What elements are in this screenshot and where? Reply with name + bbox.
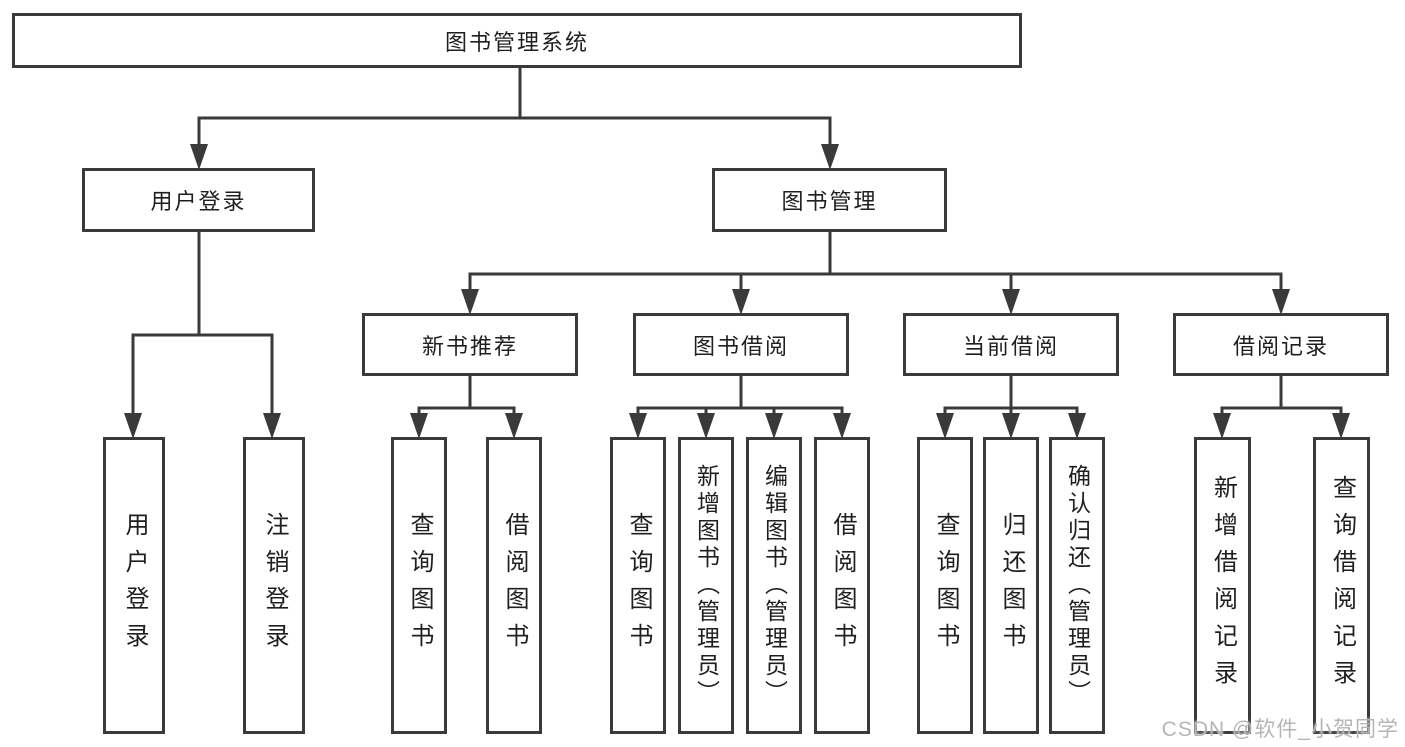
leaf-label: 注销登录 — [261, 511, 288, 660]
leaf-query-books-recommend: 查询图书 — [391, 437, 447, 734]
node-label: 图书借阅 — [692, 333, 789, 359]
connector-mgmt-to-level3 — [468, 230, 1283, 293]
leaf-label: 借阅图书 — [829, 511, 856, 660]
connector-root-to-level2 — [197, 66, 832, 148]
leaf-logout: 注销登录 — [243, 437, 305, 734]
arrowhead-icon — [697, 413, 715, 439]
leaf-add-books-admin: 新增图书（管理员） — [678, 437, 734, 734]
node-label: 图书管理 — [781, 189, 878, 214]
leaf-label: 借阅图书 — [501, 511, 528, 660]
node-label: 图书管理系统 — [444, 29, 589, 55]
leaf-label: 查询借阅记录 — [1328, 474, 1356, 697]
leaf-label: 确认归还（管理员） — [1064, 464, 1091, 707]
arrowhead-icon — [765, 413, 783, 439]
arrowhead-icon — [1332, 413, 1350, 439]
arrowhead-icon — [821, 144, 839, 170]
arrowhead-icon — [732, 289, 750, 315]
leaf-label: 查询图书 — [932, 511, 959, 660]
leaf-user-login: 用户登录 — [103, 437, 165, 734]
leaf-label: 查询图书 — [406, 511, 433, 660]
node-label: 用户登录 — [150, 189, 247, 214]
leaf-label: 用户登录 — [121, 511, 148, 660]
connector-records-to-leaves — [1220, 374, 1343, 417]
node-borrowing-records: 借阅记录 — [1173, 313, 1389, 376]
arrowhead-icon — [410, 413, 428, 439]
node-book-borrowing: 图书借阅 — [633, 313, 849, 376]
node-label: 当前借阅 — [962, 333, 1059, 359]
arrowhead-icon — [1213, 413, 1231, 439]
leaf-label: 编辑图书（管理员） — [761, 464, 788, 707]
leaf-add-borrow-record: 新增借阅记录 — [1194, 437, 1251, 734]
leaf-label: 新增借阅记录 — [1209, 474, 1237, 697]
node-user-login: 用户登录 — [82, 168, 315, 232]
leaf-return-books: 归还图书 — [983, 437, 1039, 734]
node-label: 新书推荐 — [421, 333, 518, 359]
leaf-label: 归还图书 — [998, 511, 1025, 660]
arrowhead-icon — [936, 413, 954, 439]
leaf-borrow-books-recommend: 借阅图书 — [486, 437, 542, 734]
arrowhead-icon — [461, 289, 479, 315]
arrowhead-icon — [1272, 289, 1290, 315]
connector-recommend-to-leaves — [417, 374, 516, 417]
arrowhead-icon — [1002, 289, 1020, 315]
node-current-borrowing: 当前借阅 — [903, 313, 1119, 376]
arrowhead-icon — [833, 413, 851, 439]
connector-login-to-leaves — [131, 230, 274, 417]
node-library-management-system: 图书管理系统 — [12, 13, 1022, 68]
arrowhead-icon — [124, 413, 142, 439]
leaf-borrow-books-borrowing: 借阅图书 — [814, 437, 870, 734]
leaf-label: 新增图书（管理员） — [693, 464, 720, 707]
leaf-confirm-return-admin: 确认归还（管理员） — [1049, 437, 1105, 734]
arrowheads — [124, 144, 1350, 439]
leaf-query-books-borrowing: 查询图书 — [610, 437, 666, 734]
node-label: 借阅记录 — [1232, 333, 1329, 359]
leaf-query-borrow-record: 查询借阅记录 — [1313, 437, 1370, 734]
arrowhead-icon — [629, 413, 647, 439]
arrowhead-icon — [1002, 413, 1020, 439]
arrowhead-icon — [1068, 413, 1086, 439]
leaf-edit-books-admin: 编辑图书（管理员） — [746, 437, 802, 734]
arrowhead-icon — [190, 144, 208, 170]
arrowhead-icon — [505, 413, 523, 439]
arrowhead-icon — [263, 413, 281, 439]
leaf-label: 查询图书 — [625, 511, 652, 660]
leaf-query-books-current: 查询图书 — [917, 437, 973, 734]
node-new-book-recommend: 新书推荐 — [362, 313, 578, 376]
watermark: CSDN @软件_小贺同学 — [1161, 718, 1399, 741]
node-book-management: 图书管理 — [712, 168, 947, 232]
connector-current-to-leaves — [943, 374, 1079, 417]
connector-borrowing-to-leaves — [636, 374, 844, 417]
